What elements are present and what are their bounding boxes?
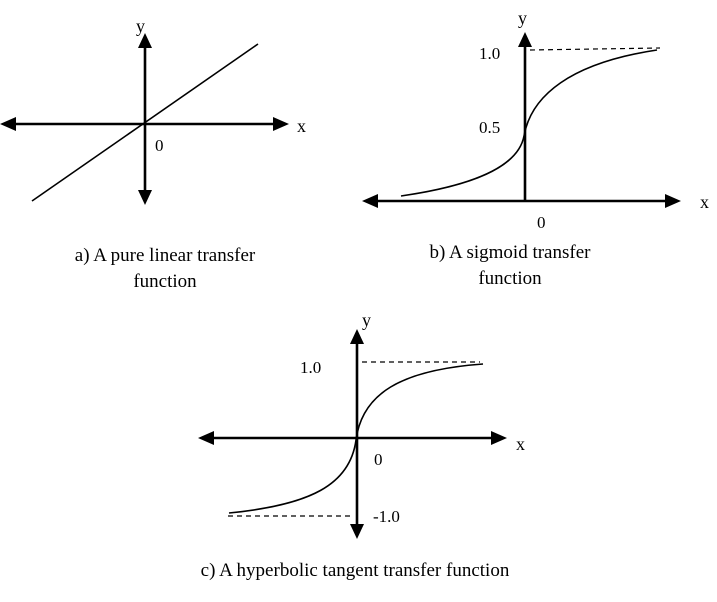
sigmoid-origin-label: 0 — [537, 213, 546, 232]
sigmoid-x-label: x — [700, 192, 709, 212]
linear-caption-line-2: function — [133, 271, 197, 292]
linear-caption: a) A pure linear transfer function — [25, 243, 305, 295]
linear-x-label: x — [297, 116, 306, 136]
linear-x-axis-arrow-right — [273, 117, 289, 131]
linear-caption-line-1: a) A pure linear transfer — [74, 245, 256, 266]
tanh-function-curve — [228, 363, 484, 514]
linear-y-axis-arrow-up — [138, 33, 152, 48]
sigmoid-tick-1-0: 1.0 — [479, 44, 500, 63]
sigmoid-y-axis-arrow-up — [518, 32, 532, 47]
tanh-x-axis-arrow-left — [198, 431, 214, 445]
tanh-y-axis-arrow-down — [350, 524, 364, 539]
sigmoid-upper-asymptote — [529, 47, 661, 51]
tanh-tick-1-0: 1.0 — [300, 358, 321, 377]
linear-y-axis-arrow-down — [138, 190, 152, 205]
sigmoid-caption-line-2: function — [478, 268, 542, 284]
linear-function-curve — [31, 43, 259, 202]
sigmoid-tick-0-5: 0.5 — [479, 118, 500, 137]
panel-linear: y x 0 — [0, 16, 306, 205]
panel-sigmoid: y x 0 1.0 0.5 — [362, 8, 709, 232]
sigmoid-function-curve — [400, 49, 658, 197]
tanh-x-axis-arrow-right — [491, 431, 507, 445]
tanh-x-label: x — [516, 434, 525, 454]
sigmoid-x-axis-arrow-right — [665, 194, 681, 208]
sigmoid-y-label: y — [518, 8, 527, 28]
tanh-y-label: y — [362, 310, 371, 330]
panel-tanh: y x 0 1.0 -1.0 — [198, 310, 525, 539]
tanh-y-axis-arrow-up — [350, 329, 364, 344]
linear-x-axis-arrow-left — [0, 117, 16, 131]
linear-y-label: y — [136, 16, 145, 36]
tanh-tick-neg-1-0: -1.0 — [373, 507, 400, 526]
linear-origin-label: 0 — [155, 136, 164, 155]
tanh-origin-label: 0 — [374, 450, 383, 469]
sigmoid-caption: b) A sigmoid transfer function — [385, 240, 635, 284]
sigmoid-caption-line-1: b) A sigmoid transfer — [429, 242, 591, 263]
sigmoid-x-axis-arrow-left — [362, 194, 378, 208]
tanh-caption: c) A hyperbolic tangent transfer functio… — [200, 560, 510, 581]
